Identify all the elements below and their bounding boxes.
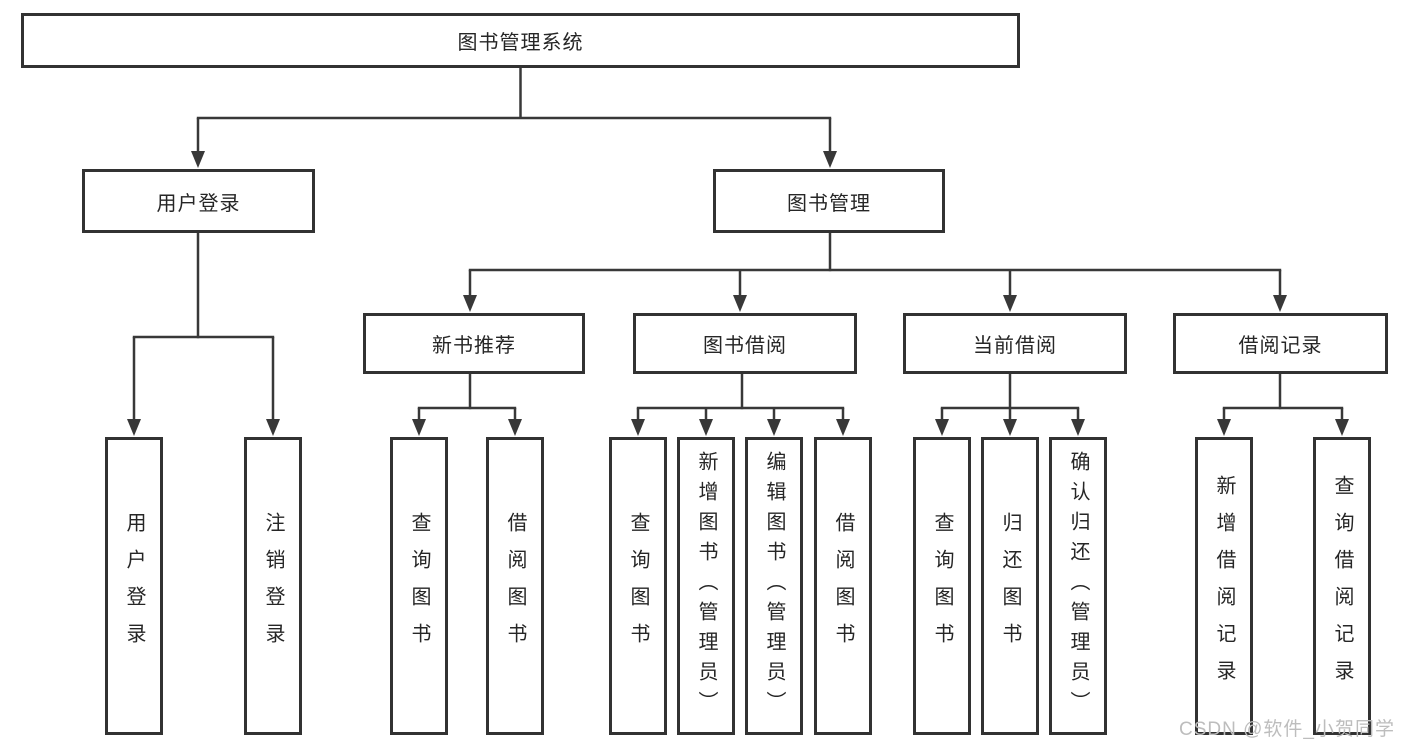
node-current-borrow: 当前借阅 — [903, 313, 1127, 374]
leaf-return-books-label: 归还图书 — [999, 512, 1021, 660]
leaf-user-login-label: 用户登录 — [123, 512, 145, 660]
node-book-management: 图书管理 — [713, 169, 945, 233]
node-root-system: 图书管理系统 — [21, 13, 1020, 68]
node-new-book-recommend: 新书推荐 — [363, 313, 585, 374]
node-user-login-label: 用户登录 — [156, 192, 241, 215]
node-borrow-records: 借阅记录 — [1173, 313, 1388, 374]
leaf-add-books-admin: 新增图书（管理员） — [677, 437, 735, 735]
arrowheads — [127, 151, 1349, 436]
leaf-query-books-borrow: 查询图书 — [609, 437, 667, 735]
leaf-borrow-books-label: 借阅图书 — [832, 512, 854, 660]
leaf-query-books-recommend: 查询图书 — [390, 437, 448, 735]
leaf-edit-books-admin-label: 编辑图书（管理员） — [763, 451, 785, 721]
leaf-add-books-admin-label: 新增图书（管理员） — [695, 451, 717, 721]
leaf-query-books-current: 查询图书 — [913, 437, 971, 735]
leaf-query-borrow-record-label: 查询借阅记录 — [1331, 475, 1353, 697]
node-user-login: 用户登录 — [82, 169, 315, 233]
node-new-book-recommend-label: 新书推荐 — [432, 335, 516, 357]
leaf-borrow-books-recommend: 借阅图书 — [486, 437, 544, 735]
leaf-borrow-books: 借阅图书 — [814, 437, 872, 735]
leaf-query-books-borrow-label: 查询图书 — [627, 512, 649, 660]
leaf-logout: 注销登录 — [244, 437, 302, 735]
leaf-logout-label: 注销登录 — [262, 512, 284, 660]
leaf-query-books-recommend-label: 查询图书 — [408, 512, 430, 660]
node-book-borrow-label: 图书借阅 — [703, 335, 787, 357]
leaf-add-borrow-record: 新增借阅记录 — [1195, 437, 1253, 735]
leaf-query-books-current-label: 查询图书 — [931, 512, 953, 660]
node-current-borrow-label: 当前借阅 — [973, 335, 1057, 357]
leaf-user-login: 用户登录 — [105, 437, 163, 735]
node-root-label: 图书管理系统 — [457, 32, 584, 54]
leaf-add-borrow-record-label: 新增借阅记录 — [1213, 475, 1235, 697]
leaf-edit-books-admin: 编辑图书（管理员） — [745, 437, 803, 735]
leaf-query-borrow-record: 查询借阅记录 — [1313, 437, 1371, 735]
leaf-return-books: 归还图书 — [981, 437, 1039, 735]
node-book-management-label: 图书管理 — [787, 192, 871, 215]
leaf-borrow-books-recommend-label: 借阅图书 — [504, 512, 526, 660]
node-book-borrow: 图书借阅 — [633, 313, 857, 374]
node-borrow-records-label: 借阅记录 — [1238, 335, 1323, 357]
leaf-confirm-return-admin-label: 确认归还（管理员） — [1067, 451, 1089, 721]
leaf-confirm-return-admin: 确认归还（管理员） — [1049, 437, 1107, 735]
